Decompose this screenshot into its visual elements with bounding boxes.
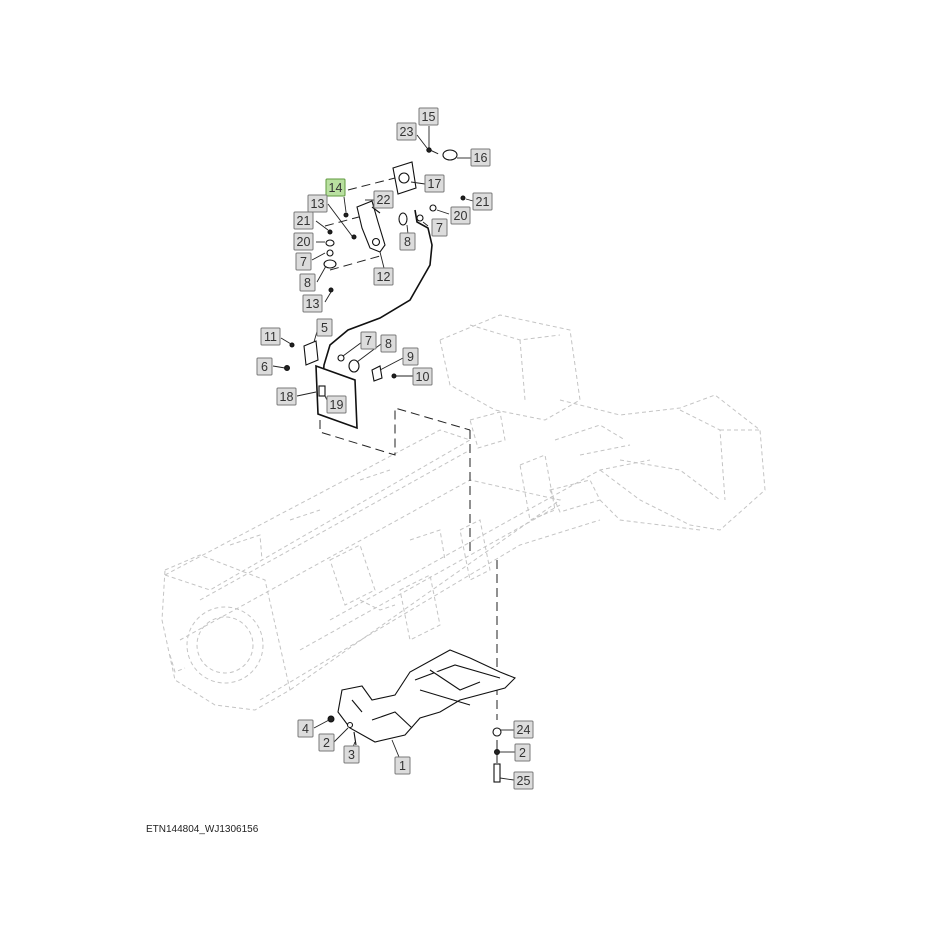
- svg-text:14: 14: [329, 181, 343, 195]
- callout-12[interactable]: 12: [373, 267, 394, 286]
- callout-21[interactable]: 21: [293, 211, 314, 230]
- svg-text:21: 21: [297, 214, 311, 228]
- callout-6[interactable]: 6: [256, 357, 273, 376]
- callout-3[interactable]: 3: [343, 745, 360, 764]
- callout-24[interactable]: 24: [513, 720, 534, 739]
- svg-text:13: 13: [311, 197, 325, 211]
- svg-text:4: 4: [302, 722, 309, 736]
- callout-21[interactable]: 21: [472, 192, 493, 211]
- callout-17[interactable]: 17: [424, 174, 445, 193]
- svg-text:20: 20: [454, 209, 468, 223]
- svg-text:7: 7: [436, 221, 443, 235]
- svg-text:25: 25: [517, 774, 531, 788]
- svg-text:8: 8: [404, 235, 411, 249]
- svg-text:10: 10: [416, 370, 430, 384]
- svg-text:6: 6: [261, 360, 268, 374]
- svg-text:7: 7: [300, 255, 307, 269]
- callout-22[interactable]: 22: [373, 190, 394, 209]
- svg-text:2: 2: [323, 736, 330, 750]
- tractor-frame-ghost: [161, 314, 766, 711]
- svg-text:2: 2: [519, 746, 526, 760]
- callout-7[interactable]: 7: [431, 218, 448, 237]
- callout-10[interactable]: 10: [412, 367, 433, 386]
- svg-text:8: 8: [385, 337, 392, 351]
- callout-20[interactable]: 20: [293, 232, 314, 251]
- svg-text:1: 1: [399, 759, 406, 773]
- callout-8[interactable]: 8: [299, 273, 316, 292]
- svg-text:9: 9: [407, 350, 414, 364]
- svg-text:18: 18: [280, 390, 294, 404]
- callout-13[interactable]: 13: [302, 294, 323, 313]
- callout-labels: 15 23 16 14 17 13 22 21 20 21 20 8 7 7 8…: [256, 107, 534, 790]
- svg-text:12: 12: [377, 270, 391, 284]
- callout-18[interactable]: 18: [276, 387, 297, 406]
- callout-14[interactable]: 14: [325, 178, 346, 197]
- callout-7[interactable]: 7: [295, 252, 312, 271]
- figure-id-caption: ETN144804_WJ1306156: [146, 824, 259, 835]
- callout-25[interactable]: 25: [513, 771, 534, 790]
- svg-text:24: 24: [517, 723, 531, 737]
- callout-20[interactable]: 20: [450, 206, 471, 225]
- svg-text:5: 5: [321, 321, 328, 335]
- svg-text:8: 8: [304, 276, 311, 290]
- svg-text:22: 22: [377, 193, 391, 207]
- svg-text:20: 20: [297, 235, 311, 249]
- callout-5[interactable]: 5: [316, 318, 333, 337]
- svg-text:3: 3: [348, 748, 355, 762]
- svg-text:7: 7: [365, 334, 372, 348]
- callout-2[interactable]: 2: [514, 743, 531, 762]
- svg-text:23: 23: [400, 125, 414, 139]
- callout-9[interactable]: 9: [402, 347, 419, 366]
- callout-8[interactable]: 8: [380, 334, 397, 353]
- callout-7[interactable]: 7: [360, 331, 377, 350]
- callout-11[interactable]: 11: [260, 327, 281, 346]
- callout-13[interactable]: 13: [307, 194, 328, 213]
- svg-text:11: 11: [264, 330, 277, 344]
- callout-4[interactable]: 4: [297, 719, 314, 738]
- callout-15[interactable]: 15: [418, 107, 439, 126]
- svg-text:16: 16: [474, 151, 488, 165]
- callout-1[interactable]: 1: [394, 756, 411, 775]
- svg-text:21: 21: [476, 195, 490, 209]
- callout-16[interactable]: 16: [470, 148, 491, 167]
- callout-19[interactable]: 19: [326, 395, 347, 414]
- callout-23[interactable]: 23: [396, 122, 417, 141]
- upper-linkage-parts: [321, 147, 466, 391]
- svg-text:15: 15: [422, 110, 436, 124]
- mid-switch-assembly: [284, 340, 397, 430]
- leader-lines: [272, 126, 515, 781]
- svg-text:19: 19: [330, 398, 344, 412]
- svg-text:13: 13: [306, 297, 320, 311]
- svg-text:17: 17: [428, 177, 442, 191]
- callout-8[interactable]: 8: [399, 232, 416, 251]
- callout-2[interactable]: 2: [318, 733, 335, 752]
- lower-shield: [327, 649, 516, 783]
